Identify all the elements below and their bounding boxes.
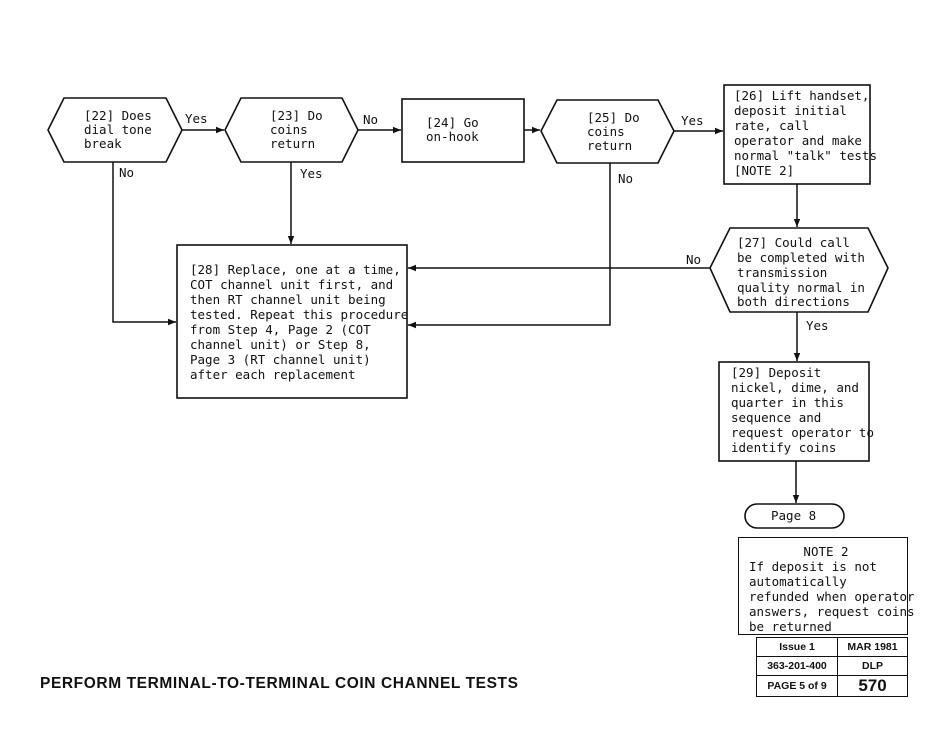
label-yes-23: Yes (300, 166, 323, 181)
step-26-box (723, 84, 871, 185)
connector-page-8 (744, 503, 845, 529)
svg-text:channel unit) or Step 8,: channel unit) or Step 8, (190, 337, 371, 352)
svg-text:return: return (270, 136, 315, 151)
svg-text:[25] Do: [25] Do (587, 110, 640, 125)
note-line: answers, request coins (749, 604, 915, 619)
svg-text:transmission: transmission (737, 265, 827, 280)
connector-page-8-label: Page 8 (771, 508, 816, 523)
svg-text:identify coins: identify coins (731, 440, 836, 455)
svg-text:break: break (84, 136, 122, 151)
dlp-label: DLP (837, 656, 908, 676)
label-yes-27: Yes (806, 318, 829, 333)
svg-text:COT channel unit first, and: COT channel unit first, and (190, 277, 393, 292)
arrow-25-no-to-28 (408, 163, 611, 329)
step-29-text: [29] Deposit nickel, dime, and quarter i… (731, 365, 874, 455)
step-27-decision (709, 227, 889, 313)
label-no-23: No (363, 112, 378, 127)
note-line: be returned (749, 619, 832, 634)
svg-text:operator and make: operator and make (734, 133, 862, 148)
svg-text:[27] Could call: [27] Could call (737, 235, 850, 250)
issue-label: Issue 1 (755, 637, 839, 657)
step-26-text: [26] Lift handset, deposit initial rate,… (734, 88, 877, 178)
svg-text:quality normal in: quality normal in (737, 280, 865, 295)
note-line: If deposit is not (749, 559, 877, 574)
step-27-text: [27] Could call be completed with transm… (737, 235, 865, 309)
dlp-number: 570 (837, 675, 908, 697)
step-24-box (401, 98, 525, 163)
svg-text:be completed with: be completed with (737, 250, 865, 265)
label-no-25: No (618, 171, 633, 186)
svg-text:quarter in this: quarter in this (731, 395, 844, 410)
page-title: PERFORM TERMINAL-TO-TERMINAL COIN CHANNE… (40, 675, 519, 692)
svg-text:[24] Go: [24] Go (426, 115, 479, 130)
issue-date: MAR 1981 (837, 637, 908, 657)
svg-text:return: return (587, 138, 632, 153)
step-29-box (718, 361, 870, 462)
step-25-text: [25] Do coins return (587, 110, 640, 153)
svg-text:[22] Does: [22] Does (84, 108, 152, 123)
svg-text:coins: coins (587, 124, 625, 139)
svg-text:then RT channel unit being: then RT channel unit being (190, 292, 386, 307)
step-24-text: [24] Go on-hook (426, 115, 479, 144)
svg-text:request operator to: request operator to (731, 425, 874, 440)
issue-block: Issue 1 MAR 1981 363-201-400 DLP PAGE 5 … (755, 637, 908, 697)
step-22-text: [22] Does dial tone break (84, 108, 152, 151)
note-2-box: NOTE 2 If deposit is not automatically r… (738, 537, 915, 635)
doc-number: 363-201-400 (755, 656, 839, 676)
svg-text:[26] Lift handset,: [26] Lift handset, (734, 88, 869, 103)
svg-text:[29] Deposit: [29] Deposit (731, 365, 821, 380)
svg-text:both directions: both directions (737, 294, 850, 309)
svg-text:tested. Repeat this procedure: tested. Repeat this procedure (190, 307, 408, 322)
label-yes-22: Yes (185, 111, 208, 126)
svg-text:nickel, dime, and: nickel, dime, and (731, 380, 859, 395)
svg-text:normal "talk" tests: normal "talk" tests (734, 148, 877, 163)
arrow-22-no-to-28 (112, 162, 176, 326)
label-yes-25: Yes (681, 113, 704, 128)
step-28-text: [28] Replace, one at a time, COT channel… (190, 262, 408, 382)
note-line: automatically (749, 574, 847, 589)
note-line: refunded when operator (749, 589, 915, 604)
svg-text:coins: coins (270, 122, 308, 137)
step-23-text: [23] Do coins return (270, 108, 323, 151)
svg-text:on-hook: on-hook (426, 129, 479, 144)
label-no-22: No (119, 165, 134, 180)
svg-text:[28] Replace, one at a time,: [28] Replace, one at a time, (190, 262, 401, 277)
svg-text:deposit initial: deposit initial (734, 103, 847, 118)
svg-text:from Step 4, Page 2 (COT: from Step 4, Page 2 (COT (190, 322, 371, 337)
svg-text:after each replacement: after each replacement (190, 367, 356, 382)
page-number: PAGE 5 of 9 (755, 675, 839, 697)
label-no-27: No (686, 252, 701, 267)
svg-text:[23] Do: [23] Do (270, 108, 323, 123)
step-28-box (176, 244, 408, 399)
note-title: NOTE 2 (803, 544, 849, 559)
svg-text:sequence and: sequence and (731, 410, 821, 425)
svg-text:[NOTE 2]: [NOTE 2] (734, 163, 794, 178)
svg-text:rate, call: rate, call (734, 118, 809, 133)
svg-text:dial tone: dial tone (84, 122, 152, 137)
svg-text:Page 3 (RT channel unit): Page 3 (RT channel unit) (190, 352, 371, 367)
